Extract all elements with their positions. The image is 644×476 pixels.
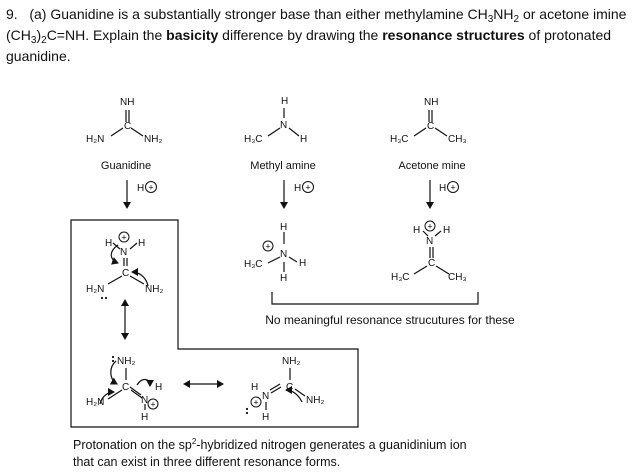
acetone-imine-name: Acetone mine — [398, 160, 465, 172]
question-text: 9. (a) Guanidine is a substantially stro… — [6, 4, 636, 67]
no-resonance-note: No meaningful resonance strucutures for … — [265, 313, 515, 327]
methylamine-left: H₃C — [244, 134, 263, 145]
svg-text:H₂N: H₂N — [86, 284, 104, 295]
subscript: 3 — [487, 14, 494, 25]
svg-text:+: + — [427, 222, 432, 232]
svg-text:H: H — [443, 225, 450, 236]
svg-text:N: N — [120, 247, 127, 258]
plus-charge-icons: + + + + + + + + — [121, 183, 455, 410]
svg-text:+: + — [121, 233, 126, 243]
footer-text: that can exist in three different resona… — [73, 455, 341, 470]
subscript: 2 — [41, 35, 47, 46]
svg-text:+: + — [305, 183, 310, 193]
svg-text:NH₂: NH₂ — [282, 356, 300, 367]
svg-text:N: N — [280, 249, 287, 260]
subscript: 2 — [513, 14, 520, 25]
svg-text:H₂N: H₂N — [86, 397, 104, 408]
question-segment: or acetone imine (CH — [6, 6, 627, 43]
guanidine-name: Guanidine — [101, 160, 151, 172]
svg-text:H: H — [280, 222, 287, 233]
reagent-label: H — [439, 183, 446, 194]
footer-text: -hybridized nitrogen generates a guanidi… — [196, 438, 467, 453]
footer-note: Protonation on the sp2-hybridized nitrog… — [73, 433, 467, 471]
svg-text:C: C — [124, 121, 131, 132]
question-segment: of protonated guanidine. — [6, 27, 612, 64]
keyword-resonance: resonance structures — [382, 27, 525, 43]
svg-text:H: H — [105, 238, 112, 249]
svg-text:N: N — [262, 391, 269, 402]
question-segment: C=NH. Explain the — [46, 27, 167, 43]
question-segment: difference by drawing the — [218, 27, 383, 43]
svg-text:C: C — [286, 382, 293, 393]
subscript: 3 — [30, 35, 37, 46]
svg-text:N: N — [141, 395, 148, 406]
svg-text:N: N — [426, 236, 433, 247]
footer-text: Protonation on the sp — [73, 438, 192, 453]
svg-text:H₃C: H₃C — [391, 272, 410, 283]
svg-text:C: C — [428, 258, 435, 269]
svg-text:H: H — [251, 382, 258, 393]
svg-text:C: C — [122, 382, 129, 393]
acetone-imine-left: H₃C — [390, 134, 409, 145]
reagent-label: H — [137, 183, 144, 194]
acetone-imine-top: NH — [424, 97, 438, 108]
question-segment: Guanidine is a substantially stronger ba… — [50, 6, 488, 22]
svg-text:+: + — [150, 400, 155, 410]
superscript: 2 — [191, 437, 197, 446]
question-number: 9. — [6, 6, 18, 22]
svg-text:C: C — [122, 268, 129, 279]
svg-text:H: H — [155, 382, 162, 393]
svg-text:+: + — [450, 183, 455, 193]
question-part: (a) — [29, 6, 47, 22]
keyword-basicity: basicity — [166, 27, 219, 43]
svg-text:NH₂: NH₂ — [306, 395, 324, 406]
svg-text:H: H — [280, 273, 287, 284]
svg-text:H: H — [413, 225, 420, 236]
methylamine-name: Methyl amine — [250, 160, 315, 172]
svg-text:NH₂: NH₂ — [117, 356, 135, 367]
svg-text:H: H — [262, 412, 269, 423]
svg-text:H: H — [141, 412, 148, 423]
svg-text:+: + — [265, 242, 270, 252]
svg-text:H₃C: H₃C — [244, 259, 263, 270]
acetone-imine-right: CH₃ — [448, 134, 467, 145]
svg-text:+: + — [253, 398, 258, 408]
svg-text:C: C — [427, 121, 434, 132]
methylamine-right: H — [300, 134, 307, 145]
svg-text:H: H — [299, 258, 306, 269]
reagent-label: H — [294, 183, 301, 194]
svg-text:CH₃: CH₃ — [448, 272, 467, 283]
svg-text:H: H — [138, 238, 145, 249]
methylamine-center: N — [280, 120, 287, 131]
guanidine-top: NH — [120, 97, 134, 108]
methylamine-top: H — [281, 96, 288, 107]
question-segment: NH — [493, 6, 514, 22]
svg-text:NH₂: NH₂ — [145, 284, 163, 295]
svg-text:+: + — [148, 183, 153, 193]
question-segment: ) — [36, 27, 42, 43]
guanidine-right: NH₂ — [144, 134, 162, 145]
guanidine-left: H₂N — [86, 134, 104, 145]
